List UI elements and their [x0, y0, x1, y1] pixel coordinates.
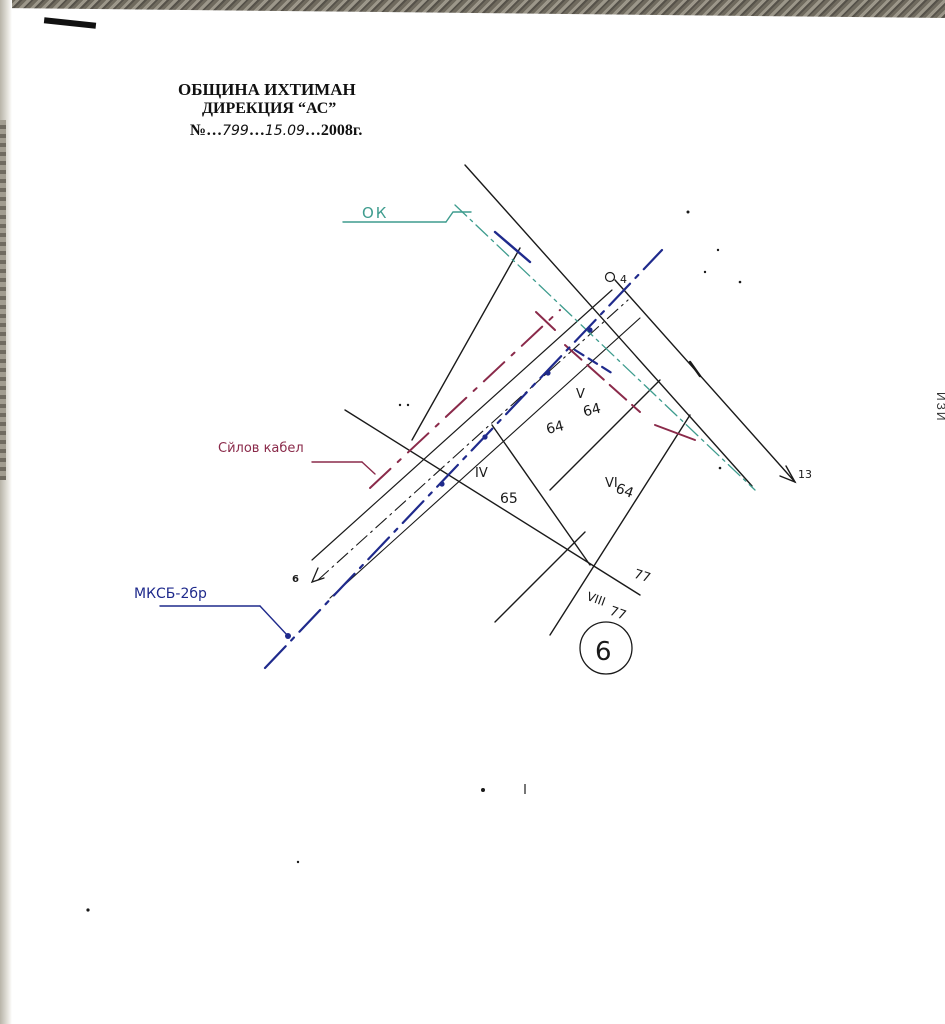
registration-number: 799 [222, 123, 249, 139]
power-cable-stub-a [535, 311, 556, 331]
ok-cable-route [454, 204, 756, 491]
parcel-line-f [494, 531, 586, 623]
parcel-line-c [491, 424, 591, 566]
arrow-6 [310, 567, 325, 584]
drawing-labels: ОК Сйлов кабел МКСБ-2бр 4 13 6 V 64 64 I… [134, 204, 812, 667]
sheet-number: 6 [595, 637, 612, 667]
number-separator: … [248, 122, 265, 139]
survey-point-4 [604, 271, 616, 283]
number-prefix: №… [190, 122, 223, 139]
cadastral-lines [159, 164, 797, 637]
zone-viii-number: 77 [607, 604, 628, 624]
parcel-line-d [549, 379, 661, 491]
scan-edge-texture [0, 120, 6, 480]
parcel-line-b [344, 409, 641, 596]
power-cable-end [654, 424, 696, 441]
zone-iv-label: IV [475, 466, 488, 481]
zone-64-label: 64 [545, 418, 566, 438]
sheet-number-circle [579, 621, 633, 675]
parallel-line-3 [329, 317, 641, 599]
zone-vi-number: 64 [613, 481, 635, 502]
mksb-label: МКСБ-2бр [134, 586, 207, 602]
registration-date: 15.09 [264, 123, 305, 139]
point-13-label: 13 [798, 468, 812, 481]
zone-viii-label: VIII [585, 589, 607, 609]
cable-marker [587, 327, 593, 333]
ok-cable-accent [493, 230, 532, 264]
mksb-cable-route [263, 248, 664, 670]
mksb-marker [285, 633, 291, 639]
registration-line: №…799…15.09…2008г. [190, 122, 362, 140]
ok-leader-elbow [445, 211, 472, 223]
side-edge-text: ИЗИ [934, 392, 945, 423]
point-6-label: 6 [292, 574, 299, 585]
survey-line-to-13 [614, 279, 796, 483]
parcel-line-e [549, 414, 691, 636]
power-cable-label: Сйлов кабел [218, 441, 304, 456]
parcel-line-a [411, 247, 521, 441]
mksb-cable-branch [573, 348, 617, 377]
directorate-title: ДИРЕКЦИЯ “АС” [202, 100, 337, 117]
zone-v-number: 64 [582, 401, 603, 421]
year-suffix: …2008г. [304, 122, 363, 139]
point-4-label: 4 [620, 273, 627, 286]
parallel-line-2 [317, 299, 629, 581]
municipality-title: ОБЩИНА ИХТИМАН [178, 80, 356, 99]
zone-vi-label: VI [605, 476, 618, 491]
mksb-leader-elbow [259, 605, 289, 637]
power-cable-route [369, 309, 561, 489]
zone-iv-number: 65 [500, 491, 518, 507]
cable-markers [285, 327, 593, 639]
zone-77-label: 77 [632, 567, 652, 586]
road-edge-line [464, 164, 753, 487]
parallel-line-1 [311, 289, 613, 561]
zone-v-label: V [576, 387, 585, 402]
arrow-13 [779, 465, 797, 484]
scan-specks [86, 210, 742, 912]
tick-mark [688, 360, 702, 378]
cable-marker [439, 481, 445, 487]
cable-marker [545, 370, 551, 376]
ok-label: ОК [362, 204, 388, 222]
power-cable-branch [564, 344, 641, 413]
cable-marker [482, 434, 488, 440]
cable-leader-elbow [361, 461, 376, 475]
